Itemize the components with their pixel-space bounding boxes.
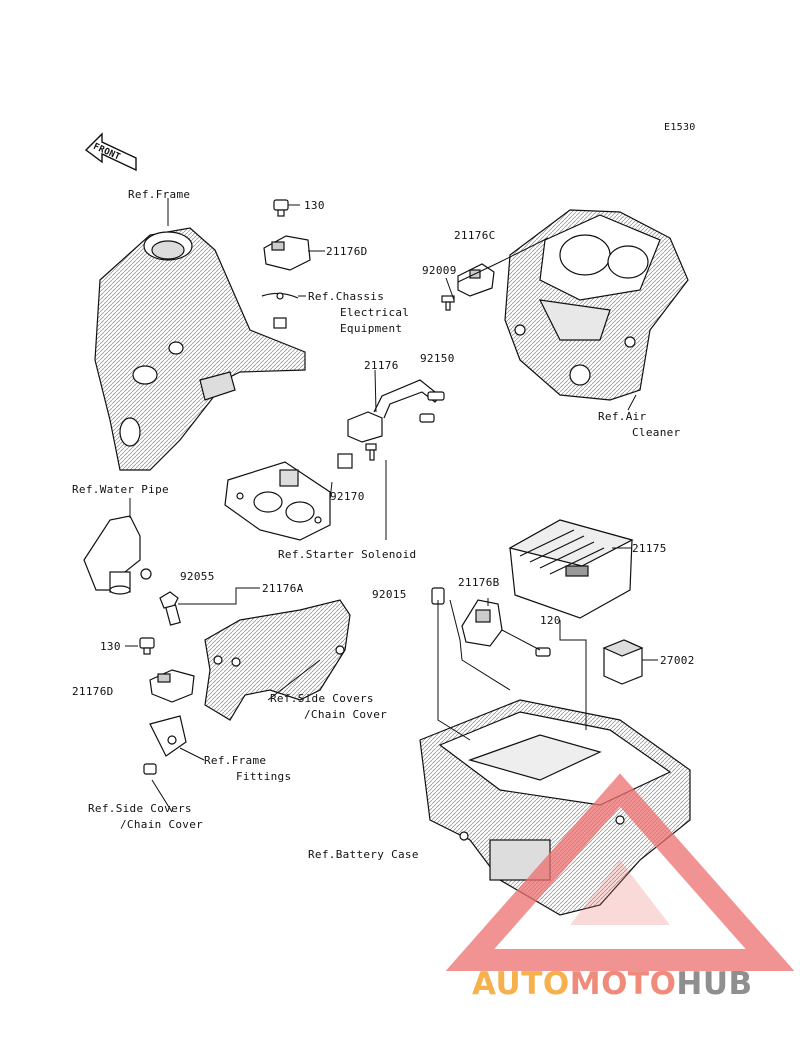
leader-lines	[125, 198, 658, 813]
front-arrow-icon	[84, 132, 137, 172]
bolt-130-top	[273, 199, 289, 217]
label-130-top: 130	[304, 199, 325, 212]
sensor-21176a	[159, 591, 181, 626]
watermark-logo-icon	[445, 773, 795, 971]
watermark-part-1: AUTO	[472, 966, 570, 1002]
watermark-text: AUTOMOTOHUB	[472, 966, 753, 1002]
sensor-21176d-left	[149, 669, 195, 703]
watermark-part-3: HUB	[676, 966, 753, 1002]
label-21176b: 21176B	[458, 576, 500, 589]
label-ref-side-covers-2a: Ref.Side Covers	[88, 802, 192, 815]
bolt-92150	[419, 391, 445, 423]
label-ref-water-pipe: Ref.Water Pipe	[72, 483, 169, 496]
label-ref-starter-solenoid: Ref.Starter Solenoid	[278, 548, 417, 561]
battery-case-part	[419, 699, 691, 916]
water-pipe-part	[83, 515, 152, 595]
label-ref-battery-case: Ref.Battery Case	[308, 848, 419, 861]
label-21176c: 21176C	[454, 229, 496, 242]
air-cleaner-part	[504, 209, 689, 401]
label-27002: 27002	[660, 654, 695, 667]
watermark-part-2: MOTO	[569, 966, 677, 1002]
label-92055: 92055	[180, 570, 215, 583]
sensor-21176b	[461, 599, 503, 647]
label-ref-air-2: Cleaner	[632, 426, 681, 439]
label-92009: 92009	[422, 264, 457, 277]
frame-part	[94, 227, 306, 471]
bolt-92170	[337, 443, 377, 469]
label-ref-chassis-1: Ref.Chassis	[308, 290, 385, 303]
label-ref-side-covers-2b: /Chain Cover	[120, 818, 204, 831]
label-ref-side-covers-1a: Ref.Side Covers	[270, 692, 374, 705]
label-21176d-top: 21176D	[326, 245, 368, 258]
label-21175: 21175	[632, 542, 667, 555]
label-21176a: 21176A	[262, 582, 304, 595]
screw-92009	[441, 295, 455, 311]
label-ref-chassis-2: Electrical	[340, 306, 410, 319]
sensor-21176	[347, 379, 441, 443]
diagram-code: E1530	[664, 122, 696, 133]
relay-27002	[602, 639, 644, 685]
label-ref-frame: Ref.Frame	[128, 188, 191, 201]
label-130-left: 130	[100, 640, 121, 653]
label-ref-air-1: Ref.Air	[598, 410, 647, 423]
label-92015: 92015	[372, 588, 407, 601]
bolt-130-left	[139, 637, 155, 655]
sensor-21176d-top	[261, 235, 311, 329]
label-21176d-left: 21176D	[72, 685, 114, 698]
label-ref-frame-fittings-2: Fittings	[236, 770, 292, 783]
frame-fitting-part	[143, 715, 187, 775]
label-21176: 21176	[364, 359, 399, 372]
label-ref-chassis-3: Equipment	[340, 322, 403, 335]
starter-bracket-part	[224, 461, 331, 541]
side-cover-bracket-part	[204, 599, 351, 721]
label-92150: 92150	[420, 352, 455, 365]
ecu-21175	[508, 519, 634, 619]
label-ref-side-covers-1b: /Chain Cover	[304, 708, 388, 721]
sensor-21176c	[457, 263, 495, 297]
label-120: 120	[540, 614, 561, 627]
label-ref-frame-fittings-1: Ref.Frame	[204, 754, 267, 767]
label-92170: 92170	[330, 490, 365, 503]
